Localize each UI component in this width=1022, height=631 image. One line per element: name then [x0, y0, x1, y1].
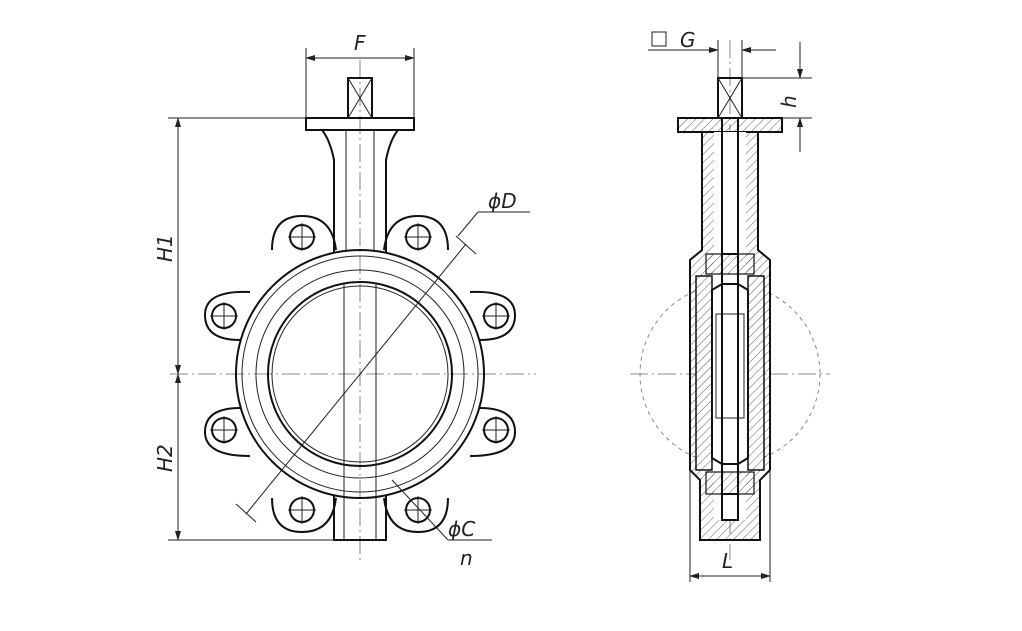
dim-L-label: L — [722, 549, 733, 573]
disc-profile — [711, 283, 749, 465]
dim-H1-label: H1 — [153, 234, 177, 262]
dim-H2-label: H2 — [153, 444, 177, 472]
lug-3 — [203, 290, 251, 341]
dim-G-label: G — [680, 28, 696, 52]
lug-7 — [271, 496, 337, 534]
lug-6 — [469, 407, 517, 457]
dim-D-line — [245, 243, 467, 515]
lug-5 — [203, 407, 251, 457]
square-symbol — [651, 31, 667, 47]
bore — [267, 281, 453, 467]
dim-D-label: ϕD — [488, 189, 517, 213]
lug-8 — [383, 496, 449, 534]
front-view: F H1 H2 ϕD ϕC n — [153, 31, 536, 570]
lug-2 — [383, 214, 449, 251]
side-top-flange — [677, 117, 783, 133]
body-outer — [235, 249, 485, 499]
lower-bushing — [705, 471, 755, 495]
dim-C-label: ϕC — [448, 517, 475, 541]
seat-left — [695, 275, 713, 471]
dim-F-label: F — [354, 31, 366, 55]
upper-bushing — [705, 253, 755, 275]
neck-left — [321, 129, 335, 252]
dim-n-label: n — [460, 546, 473, 570]
dim-h-label: h — [777, 95, 801, 108]
side-view: G h L — [630, 28, 830, 582]
neck-right — [385, 129, 399, 252]
stem-square — [347, 77, 373, 119]
disc-swing-circle — [639, 283, 821, 465]
dim-C-leader — [391, 479, 449, 541]
lug-1 — [271, 214, 337, 251]
lug-4 — [469, 290, 517, 341]
bottom-boss — [333, 496, 387, 541]
seat-right — [747, 275, 765, 471]
